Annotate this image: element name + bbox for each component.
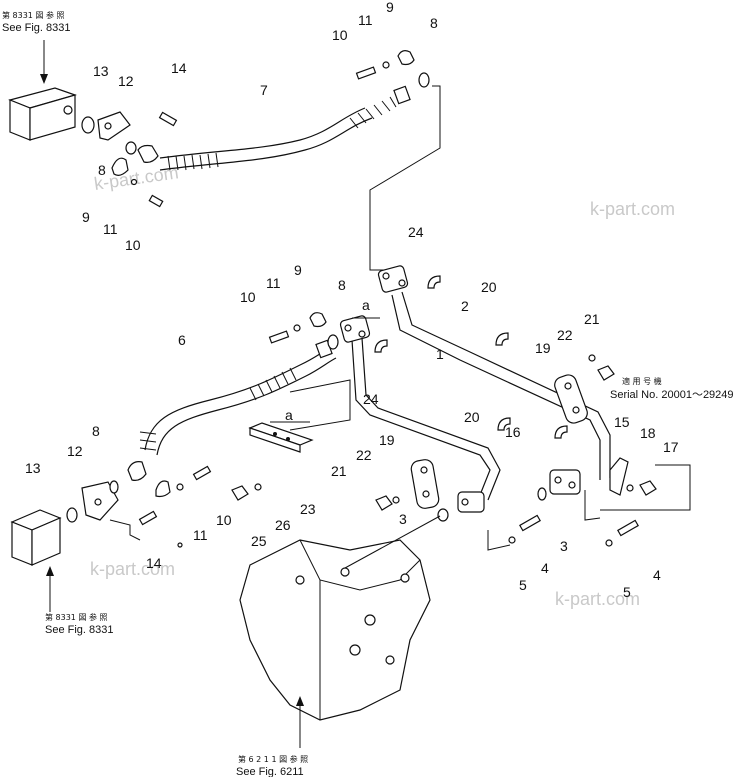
- fittings-middle: [268, 312, 339, 350]
- part-label-15: 15: [614, 414, 630, 430]
- control-valve: [239, 515, 441, 748]
- clamp-19-right: [554, 374, 588, 424]
- part-label-24b: 24: [363, 391, 379, 407]
- part-label-19b: 19: [379, 432, 395, 448]
- nuts-washers: [375, 354, 657, 511]
- part-label-22a: 22: [557, 327, 573, 343]
- part-label-13a: 13: [93, 63, 109, 79]
- serial-jp: 適 用 号 機: [622, 376, 662, 386]
- reference-bottom: 第 6 2 1 1 図 参 照 See Fig. 6211: [236, 754, 308, 777]
- pump-block-bottom: [10, 509, 62, 612]
- part-label-21b: 21: [331, 463, 347, 479]
- part-label-5a: 5: [519, 577, 527, 593]
- part-label-11d: 11: [193, 527, 208, 543]
- view-marker-upper: a: [352, 297, 380, 319]
- flange-parts-bottom: [66, 465, 212, 548]
- part-label-14b: 14: [146, 555, 162, 571]
- part-label-13b: 13: [25, 460, 41, 476]
- reference-jp: 第 8331 図 参 照: [45, 612, 108, 622]
- reference-en: See Fig. 8331: [2, 22, 71, 34]
- reference-en: See Fig. 8331: [45, 624, 114, 636]
- part-label-12b: 12: [67, 443, 83, 459]
- part-label-10a: 10: [332, 27, 348, 43]
- bolts-bottom: [437, 487, 639, 547]
- view-marker-lower: a: [270, 379, 351, 431]
- watermark-3: k-part.com: [90, 559, 175, 579]
- part-label-23: 23: [300, 501, 316, 517]
- serial-en: Serial No. 20001～29249: [610, 389, 734, 401]
- part-label-1: 1: [436, 346, 444, 362]
- part-label-10b: 10: [125, 237, 141, 253]
- u-bolts: [374, 275, 568, 439]
- clamp-19-left: [410, 459, 440, 509]
- part-label-24a: 24: [408, 224, 424, 240]
- part-label-19a: 19: [535, 340, 551, 356]
- part-labels: 1 2 3 3 4 4 5 5 6 7 8 8 8 8 9 9 9 10 10 …: [25, 0, 679, 600]
- part-label-21a: 21: [584, 311, 600, 327]
- view-letter: a: [285, 407, 293, 423]
- nut-25-washer-26: [231, 483, 262, 501]
- leader-lines: [109, 85, 691, 551]
- reference-jp: 第 6 2 1 1 図 参 照: [238, 754, 308, 764]
- part-label-11c: 11: [266, 275, 281, 291]
- part-label-9b: 9: [82, 209, 90, 225]
- watermark-2: k-part.com: [590, 199, 675, 219]
- part-label-25: 25: [251, 533, 267, 549]
- part-label-22b: 22: [356, 447, 372, 463]
- reference-en: See Fig. 6211: [236, 766, 304, 777]
- watermark-4: k-part.com: [555, 589, 640, 609]
- part-label-20b: 20: [464, 409, 480, 425]
- view-letter: a: [362, 297, 370, 313]
- part-label-4a: 4: [541, 560, 549, 576]
- part-label-7: 7: [260, 82, 268, 98]
- part-label-11a: 11: [358, 12, 373, 28]
- part-label-20a: 20: [481, 279, 497, 295]
- part-label-17: 17: [663, 439, 679, 455]
- part-label-5b: 5: [623, 584, 631, 600]
- flange-right: [549, 469, 581, 495]
- part-label-8c: 8: [338, 277, 346, 293]
- part-label-3b: 3: [560, 538, 568, 554]
- part-label-9c: 9: [294, 262, 302, 278]
- part-label-12a: 12: [118, 73, 134, 89]
- part-label-8d: 8: [92, 423, 100, 439]
- part-label-11b: 11: [103, 221, 118, 237]
- hose-7: [159, 85, 411, 171]
- part-label-2: 2: [461, 298, 469, 314]
- reference-jp: 第 8331 図 参 照: [2, 10, 65, 20]
- serial-label: 適 用 号 機 Serial No. 20001～29249: [610, 376, 734, 401]
- part-label-6: 6: [178, 332, 186, 348]
- fittings-top-right: [355, 50, 430, 88]
- part-label-26: 26: [275, 517, 291, 533]
- part-label-4b: 4: [653, 567, 661, 583]
- part-label-3a: 3: [399, 511, 407, 527]
- part-label-14a: 14: [171, 60, 187, 76]
- pump-block-top: [8, 40, 77, 141]
- watermark-1: k-part.com: [93, 162, 180, 194]
- part-label-8b: 8: [98, 162, 106, 178]
- part-label-18: 18: [640, 425, 656, 441]
- part-label-10d: 10: [216, 512, 232, 528]
- reference-bottom-left: 第 8331 図 参 照 See Fig. 8331: [45, 612, 114, 636]
- plate-23: [248, 422, 314, 453]
- flange-parts-top: [81, 111, 178, 208]
- tube-2: [377, 265, 611, 480]
- part-label-10c: 10: [240, 289, 256, 305]
- part-label-16: 16: [505, 424, 521, 440]
- hose-6: [127, 339, 337, 481]
- reference-top-left: 第 8331 図 参 照 See Fig. 8331: [2, 10, 71, 34]
- part-label-9a: 9: [386, 0, 394, 15]
- part-label-8a: 8: [430, 15, 438, 31]
- bracket-15: [609, 457, 629, 496]
